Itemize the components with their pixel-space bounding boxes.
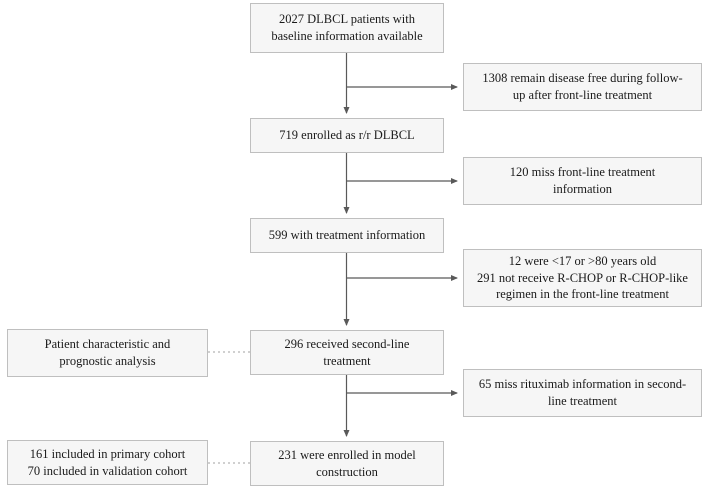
- node-baseline-patients: 2027 DLBCL patients with baseline inform…: [250, 3, 444, 53]
- node-baseline-patients-label: 2027 DLBCL patients with baseline inform…: [271, 12, 423, 43]
- node-with-treatment-info-label: 599 with treatment information: [268, 228, 426, 243]
- node-with-treatment-info: 599 with treatment information: [250, 218, 444, 253]
- node-missing-frontline-info-excluded-label: 120 miss front-line treatment informatio…: [509, 165, 656, 196]
- node-age-and-regimen-excluded: 12 were <17 or >80 years old 291 not rec…: [463, 249, 702, 307]
- node-disease-free-excluded: 1308 remain disease free during follow- …: [463, 63, 702, 111]
- node-second-line-treatment-label: 296 received second-line treatment: [284, 336, 410, 368]
- node-missing-rituximab-info-excluded: 65 miss rituximab information in second-…: [463, 369, 702, 417]
- note-patient-characteristic-analysis: Patient characteristic and prognostic an…: [7, 329, 208, 377]
- node-missing-rituximab-info-excluded-label: 65 miss rituximab information in second-…: [478, 377, 687, 408]
- node-model-construction-label: 231 were enrolled in model construction: [278, 447, 416, 479]
- node-second-line-treatment: 296 received second-line treatment: [250, 330, 444, 375]
- node-model-construction: 231 were enrolled in model construction: [250, 441, 444, 486]
- node-rr-dlbcl-enrolled: 719 enrolled as r/r DLBCL: [250, 118, 444, 153]
- note-cohort-split-label: 161 included in primary cohort 70 includ…: [27, 446, 188, 478]
- note-patient-characteristic-analysis-label: Patient characteristic and prognostic an…: [44, 337, 171, 368]
- node-age-and-regimen-excluded-label: 12 were <17 or >80 years old 291 not rec…: [477, 253, 688, 302]
- node-missing-frontline-info-excluded: 120 miss front-line treatment informatio…: [463, 157, 702, 205]
- node-disease-free-excluded-label: 1308 remain disease free during follow- …: [482, 71, 683, 102]
- node-rr-dlbcl-enrolled-label: 719 enrolled as r/r DLBCL: [279, 128, 415, 143]
- note-cohort-split: 161 included in primary cohort 70 includ…: [7, 440, 208, 485]
